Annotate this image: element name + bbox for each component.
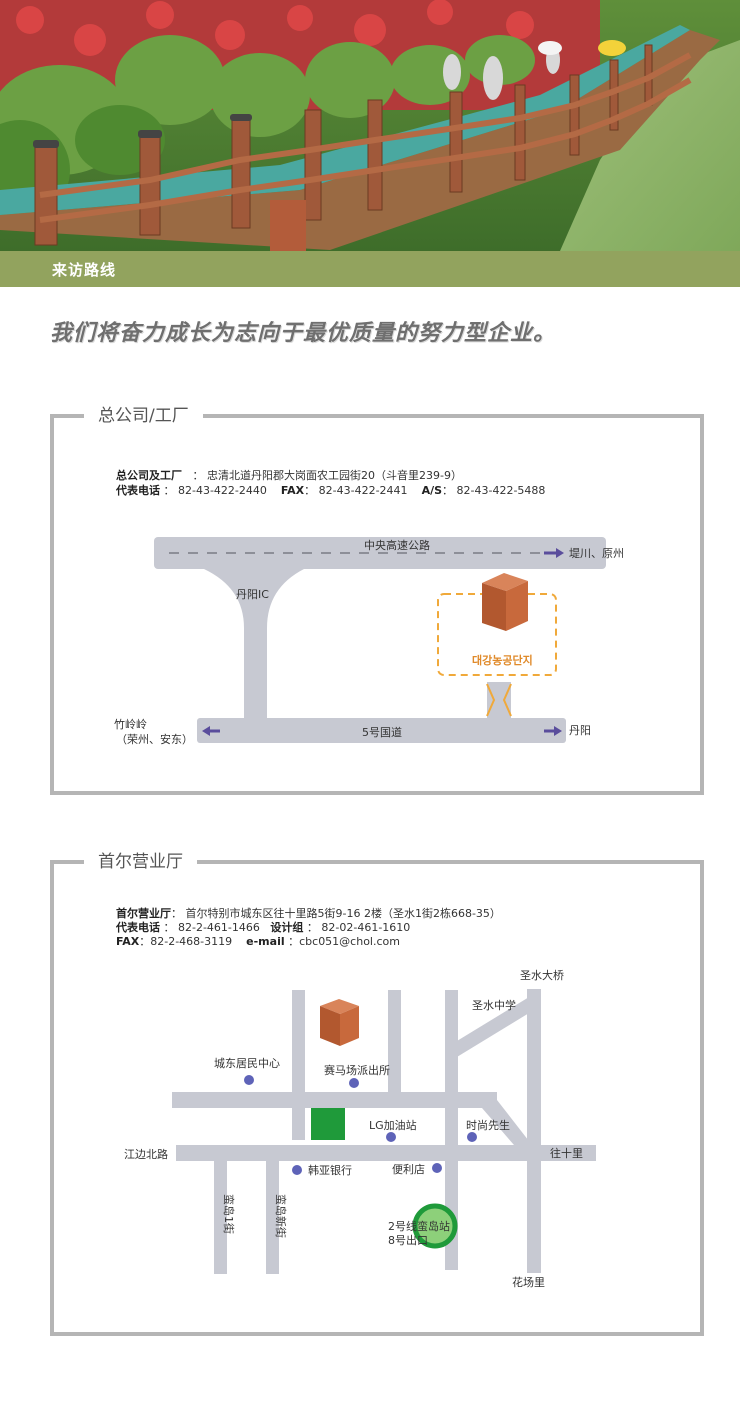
- community-center-label: 城东居民中心: [214, 1057, 280, 1070]
- hq-as-sep: ：: [442, 484, 454, 497]
- seoul-phone-label: 代表电话: [116, 921, 160, 934]
- hq-address: 忠清北道丹阳郡大岗面农工园街20（斗音里239-9）: [207, 469, 462, 482]
- station-label-2: 8号出口: [388, 1233, 428, 1247]
- seoul-email-label: e-mail: [246, 935, 285, 948]
- building-icon: [320, 999, 359, 1046]
- hq-panel: 总公司/工厂 总公司及工厂 ： 忠清北道丹阳郡大岗面农工园街20（斗音里239-…: [50, 401, 704, 795]
- seoul-email-sep: ：: [288, 935, 300, 948]
- seoul-design-sep: ：: [306, 921, 318, 934]
- hq-panel-title: 总公司/工厂: [84, 401, 203, 426]
- seoul-design-label: 设计组: [270, 921, 304, 934]
- company-slogan: 我们将奋力成长为志向于最优质量的努力型企业。: [50, 320, 557, 346]
- hq-fax: 82-43-422-2441: [318, 484, 408, 497]
- arrow-right-icon: [544, 548, 564, 558]
- seoul-office-sep: ：: [171, 907, 182, 920]
- seoul-fax-sep: ：: [139, 935, 151, 948]
- route5-east-dest: 丹阳: [569, 724, 591, 737]
- route5-label: 5号国道: [362, 725, 402, 739]
- hq-as-label: A/S: [421, 484, 443, 497]
- seoul-phone-line: 代表电话 ： 82-2-461-1466 设计组 ： 82-02-461-161…: [116, 920, 410, 935]
- hq-address-sep: ：: [192, 469, 204, 482]
- seoul-panel: 首尔营业厅 首尔营业厅： 首尔特别市城东区往十里路5街9-16 2楼（圣水1街2…: [50, 847, 704, 1336]
- hq-as: 82-43-422-5488: [456, 484, 546, 497]
- site-label: 대강농공단지: [472, 653, 533, 667]
- seoul-address-line: 首尔营业厅： 首尔特别市城东区往十里路5街9-16 2楼（圣水1街2栋668-3…: [116, 906, 501, 921]
- seoul-phone: 82-2-461-1466: [178, 921, 260, 934]
- fashion-label: 时尚先生: [466, 1118, 510, 1132]
- seoul-fax: 82-2-468-3119: [150, 935, 233, 948]
- ic-label: 丹阳IC: [236, 588, 269, 601]
- hq-fax-sep: ：: [304, 484, 316, 497]
- hq-phone: 82-43-422-2440: [178, 484, 267, 497]
- west-dest-line1: 竹岭岭: [114, 717, 147, 731]
- bank-label: 韩亚银行: [308, 1163, 352, 1177]
- seoul-email: cbc051@chol.com: [299, 935, 400, 948]
- hq-map: 中央高速公路 堤川、原州 丹阳IC 5号国道 丹阳 竹岭岭 （荣州、安东） 대강…: [114, 537, 624, 746]
- hq-address-label: 总公司及工厂: [116, 469, 182, 482]
- hero-photo: [0, 0, 740, 251]
- station-label-1: 2号线蛮岛站: [388, 1219, 450, 1233]
- road-north-label: 江边北路: [124, 1148, 168, 1161]
- seoul-fax-line: FAX：82-2-468-3119 e-mail ：cbc051@chol.co…: [116, 934, 400, 949]
- expressway-east-dest: 堤川、原州: [569, 547, 624, 560]
- police-label: 赛马场派出所: [324, 1063, 390, 1077]
- banner-title: 来访路线: [52, 261, 117, 279]
- flower-market-label: 花场里: [512, 1275, 545, 1289]
- seoul-panel-title: 首尔营业厅: [84, 847, 197, 872]
- building-icon: [482, 573, 528, 631]
- hq-phone-label: 代表电话: [116, 484, 160, 497]
- wangsimni-label: 往十里: [550, 1146, 583, 1160]
- subway-station-icon: [412, 1203, 458, 1249]
- section-banner: 来访路线: [0, 251, 740, 287]
- seoul-phone-sep: ：: [163, 921, 175, 934]
- office-marker: [311, 1108, 345, 1140]
- street-1-label: 蛮岛1街: [222, 1194, 236, 1234]
- site-access-road: [487, 682, 511, 718]
- hq-fax-label: FAX: [280, 484, 305, 497]
- west-dest-line2: （荣州、安东）: [116, 732, 193, 746]
- middle-school-label: 圣水中学: [472, 998, 516, 1012]
- bridge-label: 圣水大桥: [520, 968, 564, 982]
- route5-road: [197, 718, 566, 743]
- seoul-roads: [172, 989, 596, 1274]
- store-label: 便利店: [392, 1162, 425, 1176]
- poi-dot-bank: [292, 1165, 302, 1175]
- hq-phone-sep: ：: [163, 484, 175, 497]
- poi-dot-community-center: [244, 1075, 254, 1085]
- seoul-office: 首尔特别市城东区往十里路5街9-16 2楼（圣水1街2栋668-35）: [185, 907, 501, 920]
- ic-road: [204, 569, 304, 718]
- hq-contact-line: 代表电话 ： 82-43-422-2440 FAX： 82-43-422-244…: [116, 483, 545, 498]
- hq-address-line: 总公司及工厂 ： 忠清北道丹阳郡大岗面农工园街20（斗音里239-9）: [116, 468, 462, 483]
- gas-station-label: LG加油站: [369, 1118, 417, 1132]
- seoul-design: 82-02-461-1610: [321, 921, 411, 934]
- poi-dot-gas-station: [386, 1132, 396, 1142]
- poi-dot-fashion: [467, 1132, 477, 1142]
- seoul-fax-label: FAX: [116, 935, 140, 948]
- seoul-office-label: 首尔营业厅: [116, 907, 171, 920]
- street-2-label: 蛮岛新街: [274, 1194, 288, 1238]
- poi-dot-police: [349, 1078, 359, 1088]
- expressway-label: 中央高速公路: [364, 538, 430, 552]
- seoul-map: 圣水大桥 圣水中学 城东居民中心 赛马场派出所 LG加油站 时尚先生 江边北路 …: [124, 968, 596, 1289]
- poi-dot-store: [432, 1163, 442, 1173]
- arrow-left-icon: [202, 726, 220, 736]
- arrow-right-icon: [544, 726, 562, 736]
